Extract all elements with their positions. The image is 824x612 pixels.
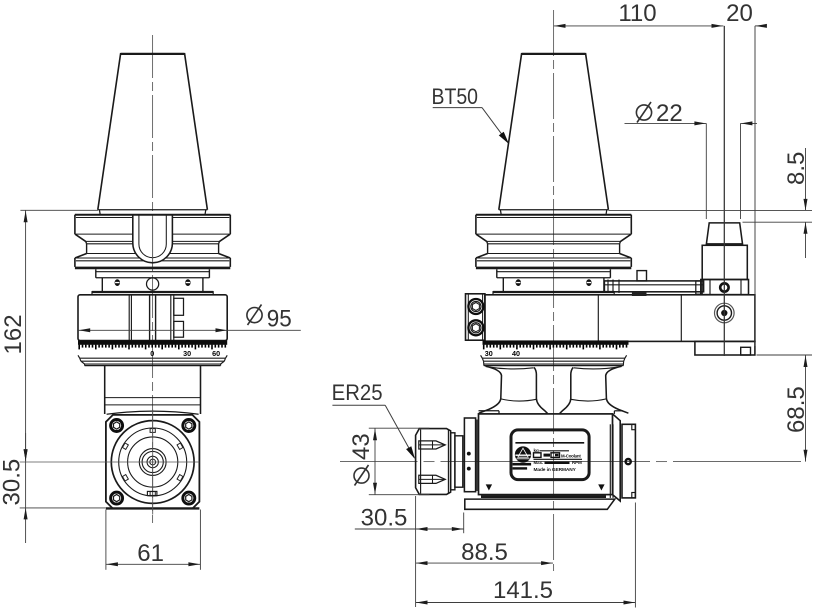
- svg-text:Max.: Max.: [534, 460, 544, 465]
- svg-text:22: 22: [656, 100, 683, 127]
- svg-text:95: 95: [267, 306, 292, 333]
- svg-text:8.5: 8.5: [783, 152, 810, 185]
- svg-text:20: 20: [726, 0, 753, 27]
- svg-text:88.5: 88.5: [461, 539, 508, 566]
- svg-text:kg: kg: [534, 448, 540, 453]
- svg-text:30.5: 30.5: [0, 459, 25, 506]
- svg-text:162: 162: [0, 314, 27, 354]
- svg-text:RPM: RPM: [572, 460, 582, 465]
- svg-text:30: 30: [485, 349, 493, 358]
- svg-text:43: 43: [348, 433, 375, 460]
- svg-text:141.5: 141.5: [493, 577, 553, 604]
- svg-text:110: 110: [618, 0, 656, 27]
- svg-text:ER25: ER25: [332, 380, 383, 405]
- svg-text:30: 30: [183, 349, 191, 358]
- svg-text:Made in GERMANY: Made in GERMANY: [534, 467, 577, 473]
- svg-text:40: 40: [512, 349, 520, 358]
- svg-text:M-Coolant: M-Coolant: [561, 453, 581, 458]
- svg-text:68.5: 68.5: [783, 386, 810, 433]
- svg-text:61: 61: [137, 540, 164, 567]
- svg-text:BT50: BT50: [432, 84, 479, 109]
- svg-text:0: 0: [150, 349, 154, 358]
- svg-text:30.5: 30.5: [361, 505, 408, 532]
- svg-text:60: 60: [212, 349, 220, 358]
